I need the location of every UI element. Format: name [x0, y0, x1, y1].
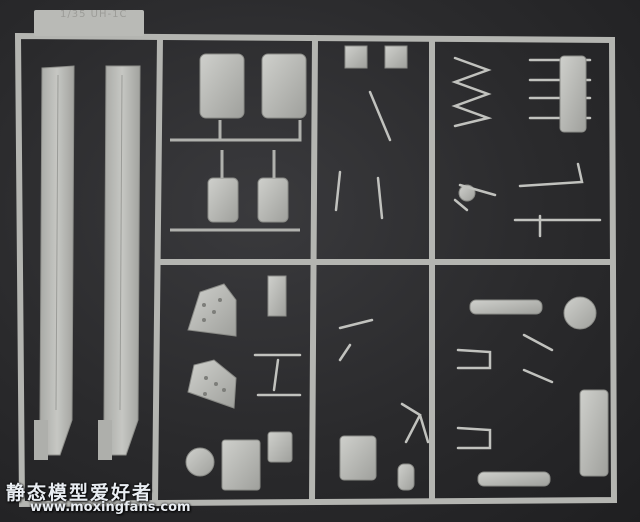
small-parts [185, 45, 609, 491]
seat-parts [199, 53, 307, 223]
rotor-blades [34, 65, 141, 460]
panel-parts [187, 283, 237, 409]
watermark-url: www.moxingfans.com [30, 500, 191, 515]
watermark-chinese: 静态模型爱好者 [6, 482, 154, 504]
sprue-tag [34, 10, 144, 36]
sprue-tag-label: 1/35 UH-1C [60, 9, 128, 20]
frame-runners [14, 32, 618, 508]
